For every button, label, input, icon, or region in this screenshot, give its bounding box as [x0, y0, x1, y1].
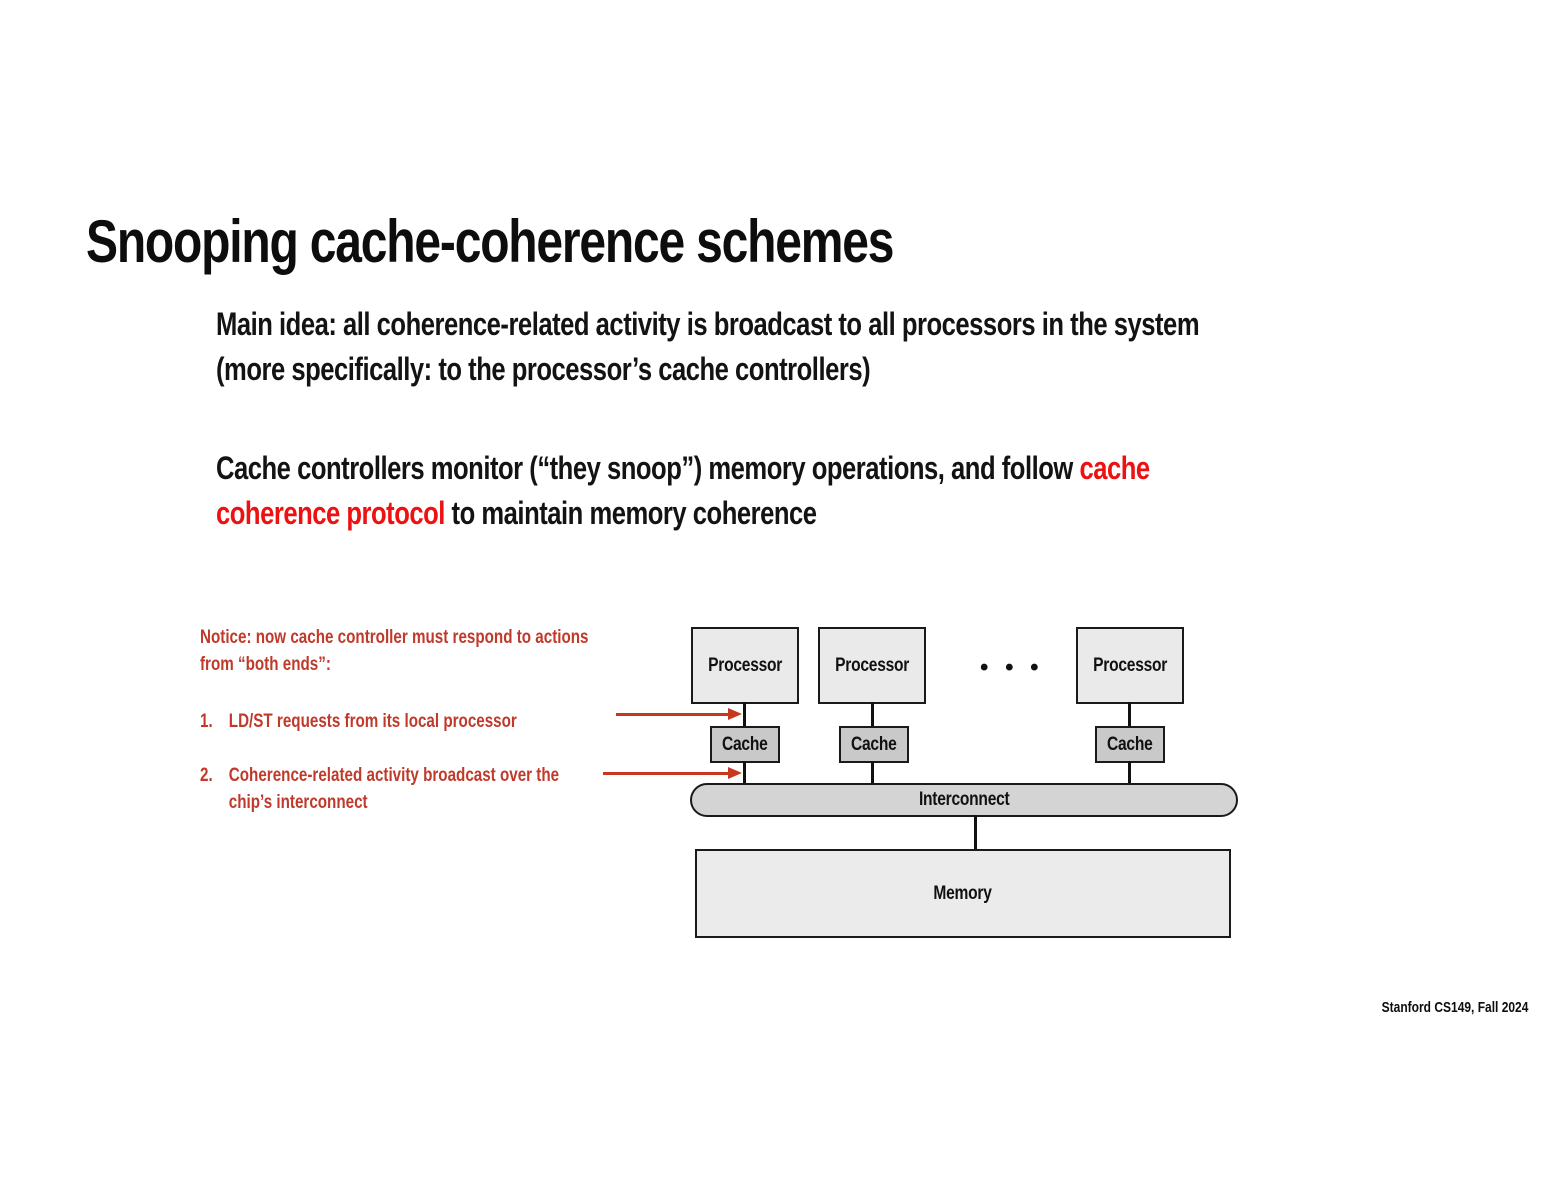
processor-box-1: Processor [691, 627, 799, 704]
memory-box: Memory [695, 849, 1231, 938]
notice-item-2: 2. Coherence-related activity broadcast … [200, 762, 559, 816]
processor-1-label: Processor [707, 654, 783, 676]
cache-box-3: Cache [1095, 726, 1165, 763]
notice-item-1: 1. LD/ST requests from its local process… [200, 708, 517, 735]
wire-interconnect-memory [974, 815, 977, 851]
processor-3-label: Processor [1092, 654, 1168, 676]
main-idea-line-1: Main idea: all coherence-related activit… [216, 306, 1200, 342]
notice-item-1-number: 1. [200, 711, 213, 732]
slide-footer: Stanford CS149, Fall 2024 [1381, 999, 1528, 1016]
ellipsis-dots: • • • [980, 654, 1044, 681]
notice-item-2-text: Coherence-related activity broadcast ove… [228, 765, 560, 813]
arrow-shaft [603, 772, 730, 775]
cache-3-label: Cache [1107, 733, 1153, 755]
processor-box-2: Processor [818, 627, 926, 704]
snooping-line1-black: Cache controllers monitor (“they snoop”)… [216, 450, 1080, 486]
wire-cache3-interconnect [1128, 761, 1131, 785]
cache-box-1: Cache [710, 726, 780, 763]
wire-processor2-cache2 [871, 702, 874, 728]
main-idea-paragraph: Main idea: all coherence-related activit… [216, 302, 1200, 392]
wire-cache2-interconnect [871, 761, 874, 785]
arrow-head-icon [728, 708, 742, 720]
wire-processor1-cache1 [743, 702, 746, 728]
snooping-line2-black: to maintain memory coherence [444, 495, 817, 531]
wire-processor3-cache3 [1128, 702, 1131, 728]
arrow-head-icon [728, 767, 742, 779]
interconnect-bar: Interconnect [690, 783, 1238, 817]
memory-label: Memory [933, 882, 993, 904]
snooping-line-1: Cache controllers monitor (“they snoop”)… [216, 446, 1150, 491]
notice-item-2-number: 2. [200, 765, 213, 786]
notice-heading: Notice: now cache controller must respon… [200, 627, 589, 675]
snooping-paragraph: Cache controllers monitor (“they snoop”)… [216, 446, 1150, 536]
processor-box-3: Processor [1076, 627, 1184, 704]
broadcast-activity-arrow-icon [603, 767, 742, 780]
processor-2-label: Processor [834, 654, 910, 676]
cache-2-label: Cache [851, 733, 897, 755]
main-idea-line-2: (more specifically: to the processor’s c… [216, 351, 871, 387]
arrow-shaft [616, 713, 730, 716]
interconnect-label: Interconnect [918, 789, 1010, 810]
cache-1-label: Cache [722, 733, 768, 755]
ldst-request-arrow-icon [616, 708, 742, 721]
snooping-line2-red: coherence protocol [216, 495, 445, 531]
slide-title: Snooping cache-coherence schemes [86, 208, 894, 275]
wire-cache1-interconnect [743, 761, 746, 785]
cache-box-2: Cache [839, 726, 909, 763]
snooping-line-2: coherence protocol to maintain memory co… [216, 491, 1150, 536]
notice-item-1-text: LD/ST requests from its local processor [228, 711, 517, 732]
snooping-line1-red: cache [1079, 450, 1150, 486]
